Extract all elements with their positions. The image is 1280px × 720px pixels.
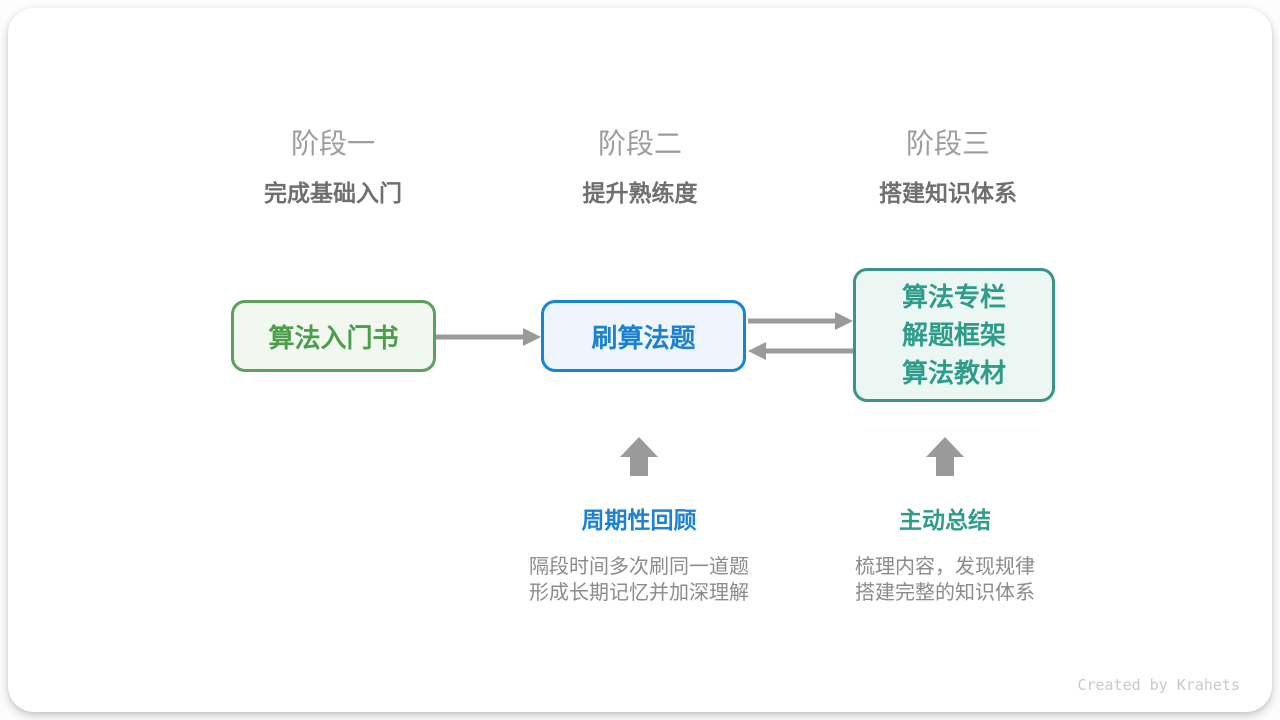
callout-heading: 主动总结 bbox=[899, 507, 991, 533]
node-knowledge-resources: 算法专栏 解题框架 算法教材 bbox=[853, 268, 1055, 402]
stage-header-3: 阶段三 搭建知识体系 bbox=[788, 128, 1108, 206]
arrow-left-icon bbox=[748, 342, 853, 360]
node-practice-problems: 刷算法题 bbox=[541, 300, 746, 372]
callout-line: 隔段时间多次刷同一道题 bbox=[529, 556, 749, 578]
stage-subtitle: 提升熟练度 bbox=[582, 180, 698, 206]
node-label-line: 算法教材 bbox=[901, 358, 1006, 388]
node-label: 刷算法题 bbox=[591, 322, 696, 353]
stage-subtitle: 完成基础入门 bbox=[264, 180, 402, 206]
node-label-line: 算法专栏 bbox=[901, 282, 1006, 312]
up-arrow-icon bbox=[926, 437, 964, 476]
credit-text: Created by Krahets bbox=[1077, 676, 1240, 694]
stage-title: 阶段一 bbox=[290, 128, 375, 159]
callout-periodic-review: 周期性回顾 隔段时间多次刷同一道题 形成长期记忆并加深理解 bbox=[459, 507, 819, 606]
stage-header-1: 阶段一 完成基础入门 bbox=[173, 128, 493, 206]
arrow-right-icon bbox=[436, 328, 541, 346]
callout-body: 梳理内容，发现规律 搭建完整的知识体系 bbox=[765, 554, 1125, 606]
callout-body: 隔段时间多次刷同一道题 形成长期记忆并加深理解 bbox=[459, 554, 819, 606]
callout-line: 梳理内容，发现规律 bbox=[855, 556, 1035, 578]
stage-title: 阶段二 bbox=[597, 128, 682, 159]
callout-heading: 周期性回顾 bbox=[581, 507, 697, 533]
stage-subtitle: 搭建知识体系 bbox=[879, 180, 1017, 206]
stage-title: 阶段三 bbox=[905, 128, 990, 159]
diagram-card: 阶段一 完成基础入门 阶段二 提升熟练度 阶段三 搭建知识体系 算法入门书 刷算… bbox=[8, 8, 1272, 712]
callout-line: 搭建完整的知识体系 bbox=[855, 582, 1035, 604]
node-label: 算法入门书 bbox=[268, 322, 399, 353]
up-arrow-icon bbox=[620, 437, 658, 476]
stage-header-2: 阶段二 提升熟练度 bbox=[480, 128, 800, 206]
node-label-line: 解题框架 bbox=[901, 320, 1006, 350]
callout-active-summary: 主动总结 梳理内容，发现规律 搭建完整的知识体系 bbox=[765, 507, 1125, 606]
callout-line: 形成长期记忆并加深理解 bbox=[529, 582, 749, 604]
arrow-right-icon bbox=[748, 312, 853, 330]
node-intro-book: 算法入门书 bbox=[231, 300, 436, 372]
